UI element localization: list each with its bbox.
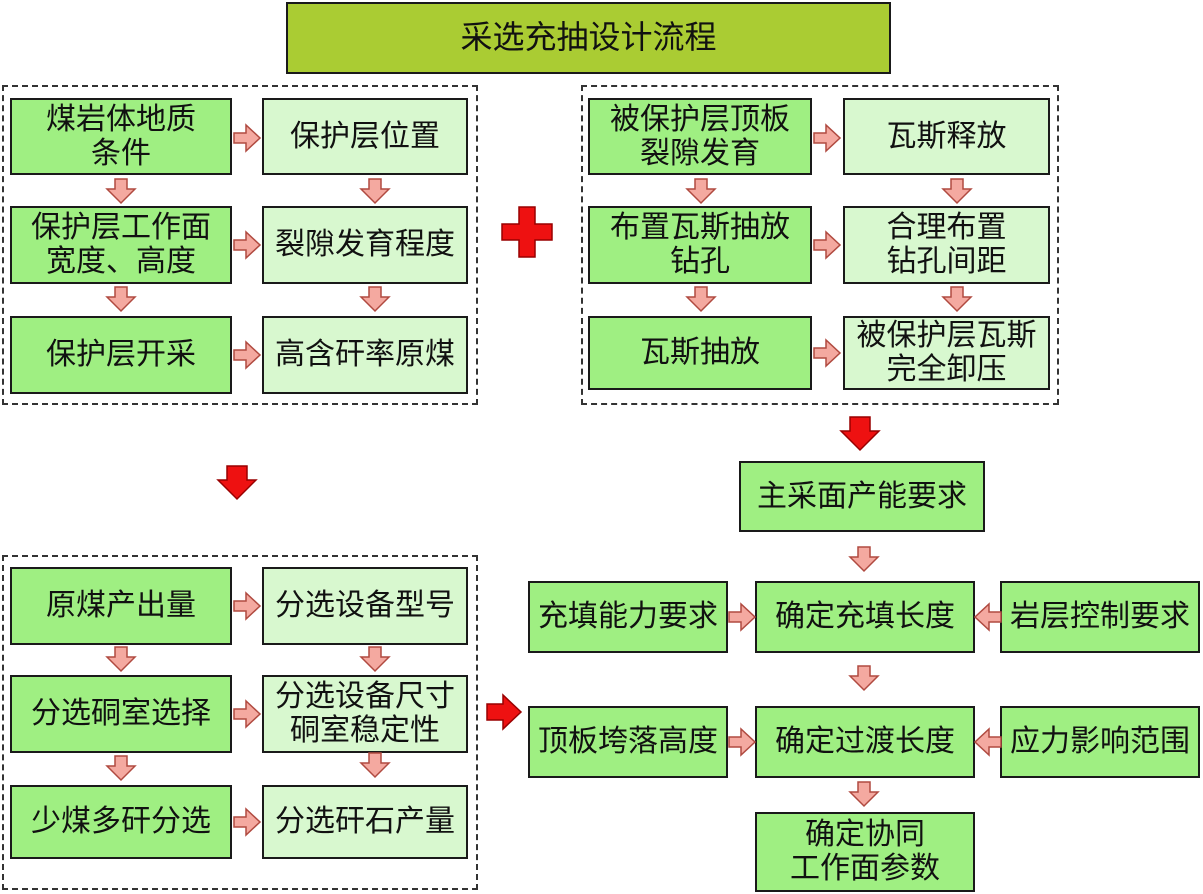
arrow-right-icon [813,231,841,259]
arrow-down-icon [686,178,716,204]
arrow-down-icon [849,665,879,691]
diagram-title: 采选充抽设计流程 [286,2,891,74]
arrow-down-icon [849,546,879,572]
arrow-right-icon [233,700,261,728]
arrow-down-icon [360,286,390,312]
arrow-right-icon [728,603,756,631]
node-fracture-degree: 裂隙发育程度 [262,206,468,284]
arrow-left-icon [974,728,1002,756]
node-face-parameters: 确定协同 工作面参数 [755,812,975,892]
arrow-down-icon [106,178,136,204]
arrow-down-icon [106,286,136,312]
node-protective-mining: 保护层开采 [10,316,232,394]
arrow-left-icon [974,603,1002,631]
node-drill-layout: 布置瓦斯抽放 钻孔 [588,206,812,284]
group-frame-gas-drainage [581,85,1059,405]
node-transition-length: 确定过渡长度 [755,706,975,778]
arrow-right-icon [233,592,261,620]
arrow-down-icon [106,755,136,781]
node-face-width-height: 保护层工作面 宽度、高度 [10,206,232,284]
arrow-down-icon [360,752,390,778]
node-fill-capacity: 充填能力要求 [528,581,728,653]
node-gangue-output: 分选矸石产量 [262,785,468,859]
plus-icon [501,206,553,258]
node-equipment-model: 分选设备型号 [262,567,468,645]
node-raw-coal-output: 原煤产出量 [10,567,232,645]
arrow-down-icon [360,646,390,672]
arrow-down-icon [686,286,716,312]
arrow-right-icon [728,728,756,756]
arrow-right-icon [233,808,261,836]
node-chamber-selection: 分选硐室选择 [10,675,232,753]
group-frame-sorting [2,555,478,890]
red-arrow-right-icon [486,694,522,730]
arrow-right-icon [813,124,841,152]
arrow-down-icon [942,178,972,204]
red-arrow-down-icon [840,416,880,451]
node-high-gangue-coal: 高含矸率原煤 [262,316,468,394]
node-gas-release: 瓦斯释放 [843,98,1050,175]
node-roof-fracture: 被保护层顶板 裂隙发育 [588,98,812,175]
node-equipment-size: 分选设备尺寸 硐室稳定性 [262,675,468,753]
arrow-down-icon [942,286,972,312]
group-frame-protective-mining [2,85,478,405]
node-roof-collapse-height: 顶板垮落高度 [528,706,728,778]
node-gas-drainage: 瓦斯抽放 [588,316,812,390]
arrow-down-icon [360,178,390,204]
arrow-right-icon [233,124,261,152]
node-fill-length: 确定充填长度 [755,581,975,653]
arrow-right-icon [233,231,261,259]
node-less-coal-sorting: 少煤多矸分选 [10,785,232,859]
red-arrow-down-icon [217,465,257,500]
arrow-right-icon [813,339,841,367]
node-stress-range: 应力影响范围 [1000,706,1200,778]
arrow-right-icon [233,341,261,369]
arrow-down-icon [106,646,136,672]
node-pressure-relief: 被保护层瓦斯 完全卸压 [843,316,1050,390]
node-coal-geology: 煤岩体地质 条件 [10,98,232,175]
node-hole-spacing: 合理布置 钻孔间距 [843,206,1050,284]
arrow-down-icon [849,781,879,807]
node-protective-layer-position: 保护层位置 [262,98,468,175]
node-strata-control: 岩层控制要求 [1000,581,1200,653]
node-capacity-requirement: 主采面产能要求 [739,461,985,532]
